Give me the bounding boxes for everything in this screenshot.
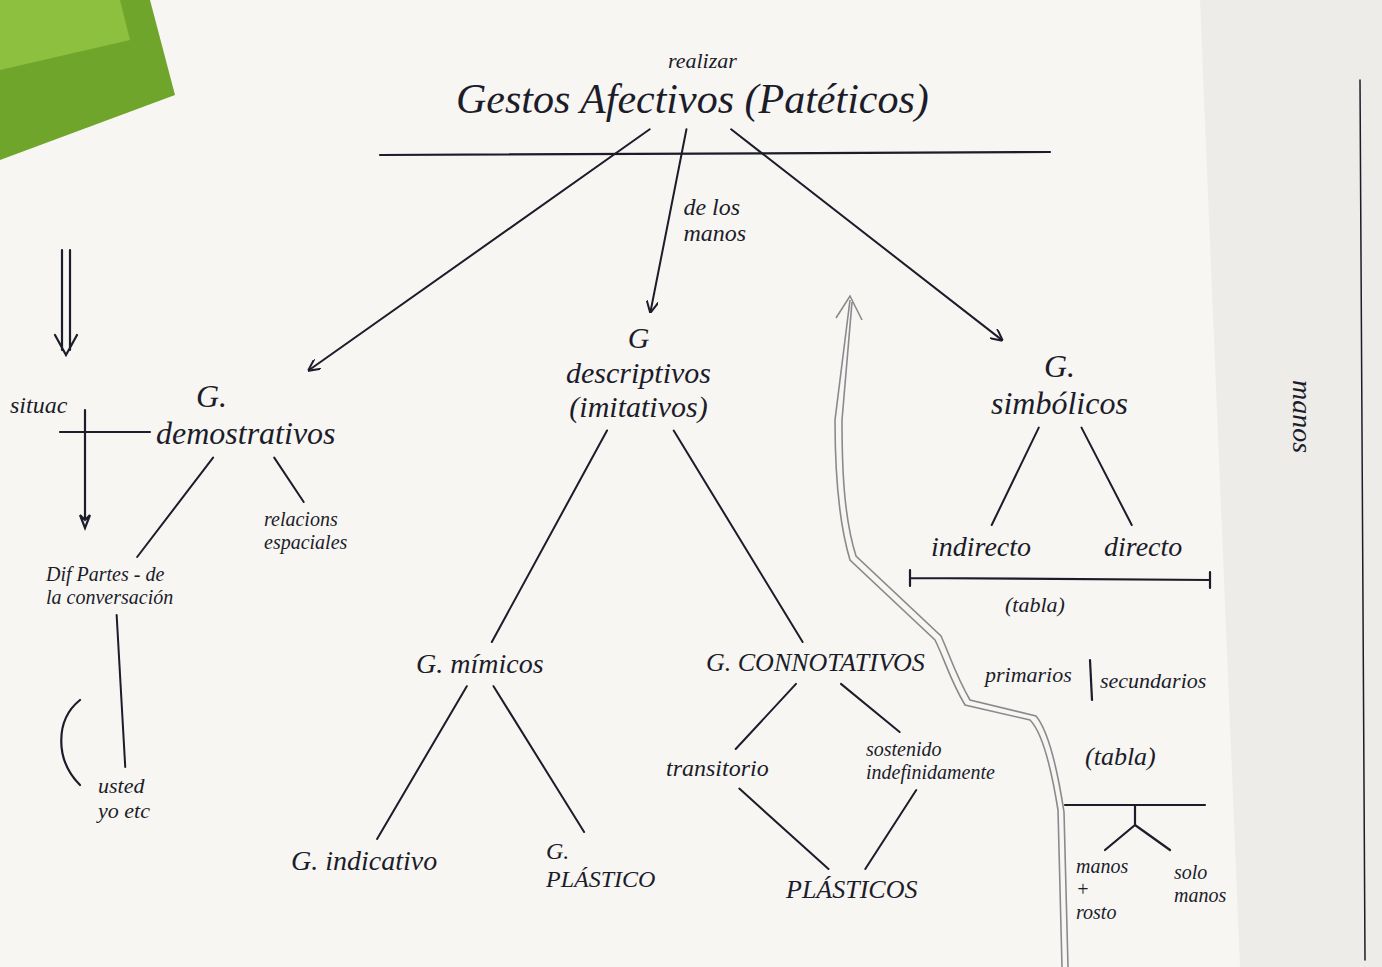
handwritten-node: G.demostrativos xyxy=(150,375,342,455)
edge-label: de los manos xyxy=(680,195,776,245)
node-text: Dif Partes - de la conversación xyxy=(46,563,184,609)
node-text: indirecto xyxy=(931,531,1031,563)
handwritten-node: PLÁSTICOS xyxy=(780,872,923,908)
node-text: simbólicos xyxy=(991,385,1128,422)
node-text: G. mímicos xyxy=(416,648,544,680)
branch-line xyxy=(1082,428,1132,525)
title-underline xyxy=(380,152,1050,155)
node-text: G xyxy=(566,321,711,356)
handwritten-node: solo manos xyxy=(1168,858,1233,910)
sheet-edge xyxy=(1360,80,1365,960)
node-text: G. PLÁSTICO xyxy=(546,838,664,893)
side-arrow xyxy=(55,250,77,355)
branch-line xyxy=(739,789,828,869)
note-label: (tabla) xyxy=(1005,592,1065,618)
branch-arrow xyxy=(309,129,650,370)
node-text: G. CONNOTATIVOS xyxy=(706,648,925,678)
note-label: situac xyxy=(10,392,67,419)
handwritten-node: Gestos Afectivos (Patéticos) xyxy=(450,72,935,126)
ink-strokes xyxy=(55,80,1365,960)
node-text: G. indicativo xyxy=(291,845,437,877)
node-text: usted yo etc xyxy=(98,773,156,824)
branch-line xyxy=(117,615,126,767)
handwritten-node: directo xyxy=(1098,528,1188,566)
node-text: manos + rosto xyxy=(1076,855,1134,924)
note-label: realizar xyxy=(668,48,737,74)
handwritten-node: relacions espaciales xyxy=(258,505,388,557)
handwritten-node: transitorio xyxy=(660,752,775,786)
note-label: (tabla) xyxy=(1085,742,1156,772)
handwritten-node: Dif Partes - de la conversación xyxy=(40,560,190,612)
handwritten-node: G. CONNOTATIVOS xyxy=(700,645,931,681)
handwritten-node: G. indicativo xyxy=(285,842,443,880)
node-text: Gestos Afectivos (Patéticos) xyxy=(456,75,929,123)
handwritten-node: G.simbólicos xyxy=(985,345,1134,425)
node-text: relacions espaciales xyxy=(264,508,382,554)
branch-line xyxy=(137,458,213,557)
handwritten-node: G. mímicos xyxy=(410,645,550,683)
handwritten-node: G. PLÁSTICO xyxy=(540,835,670,896)
branch-line xyxy=(377,686,467,839)
branch-line xyxy=(992,428,1039,525)
handwritten-node: indirecto xyxy=(925,528,1037,566)
handwritten-node: manos + rosto xyxy=(1070,852,1140,927)
note-label: primarios xyxy=(985,662,1072,688)
node-text: G. xyxy=(156,378,336,415)
fork xyxy=(1065,805,1205,850)
branch-line xyxy=(841,684,900,732)
node-text: solo manos xyxy=(1174,861,1227,907)
node-text: sostenido indefinidamente xyxy=(866,738,1004,784)
side-bracket xyxy=(60,410,150,528)
note-label: manos xyxy=(1286,380,1318,453)
branch-line xyxy=(674,431,803,643)
node-text: (imitativos) xyxy=(566,390,711,425)
branch-line xyxy=(736,684,796,749)
branch-line xyxy=(492,431,607,643)
branch-line xyxy=(494,686,585,832)
symbolic-bar xyxy=(910,570,1210,588)
main-sheet xyxy=(0,0,1240,967)
handwritten-node: Gdescriptivos(imitativos) xyxy=(560,318,717,428)
node-text: directo xyxy=(1104,531,1182,563)
handwritten-node: usted yo etc xyxy=(92,770,162,827)
node-text: PLÁSTICOS xyxy=(786,875,917,905)
handwritten-node: sostenido indefinidamente xyxy=(860,735,1010,787)
node-text: demostrativos xyxy=(156,415,336,452)
pencil-head xyxy=(836,296,862,320)
node-text: transitorio xyxy=(666,755,769,783)
branch-line xyxy=(274,458,304,502)
green-note xyxy=(0,0,175,160)
divider xyxy=(1090,660,1092,700)
branch-line xyxy=(865,790,916,869)
node-text: descriptivos xyxy=(566,356,711,391)
node-text: G. xyxy=(991,348,1128,385)
note-label: secundarios xyxy=(1100,668,1206,694)
side-paren xyxy=(61,700,80,785)
green-note-light xyxy=(0,0,130,70)
